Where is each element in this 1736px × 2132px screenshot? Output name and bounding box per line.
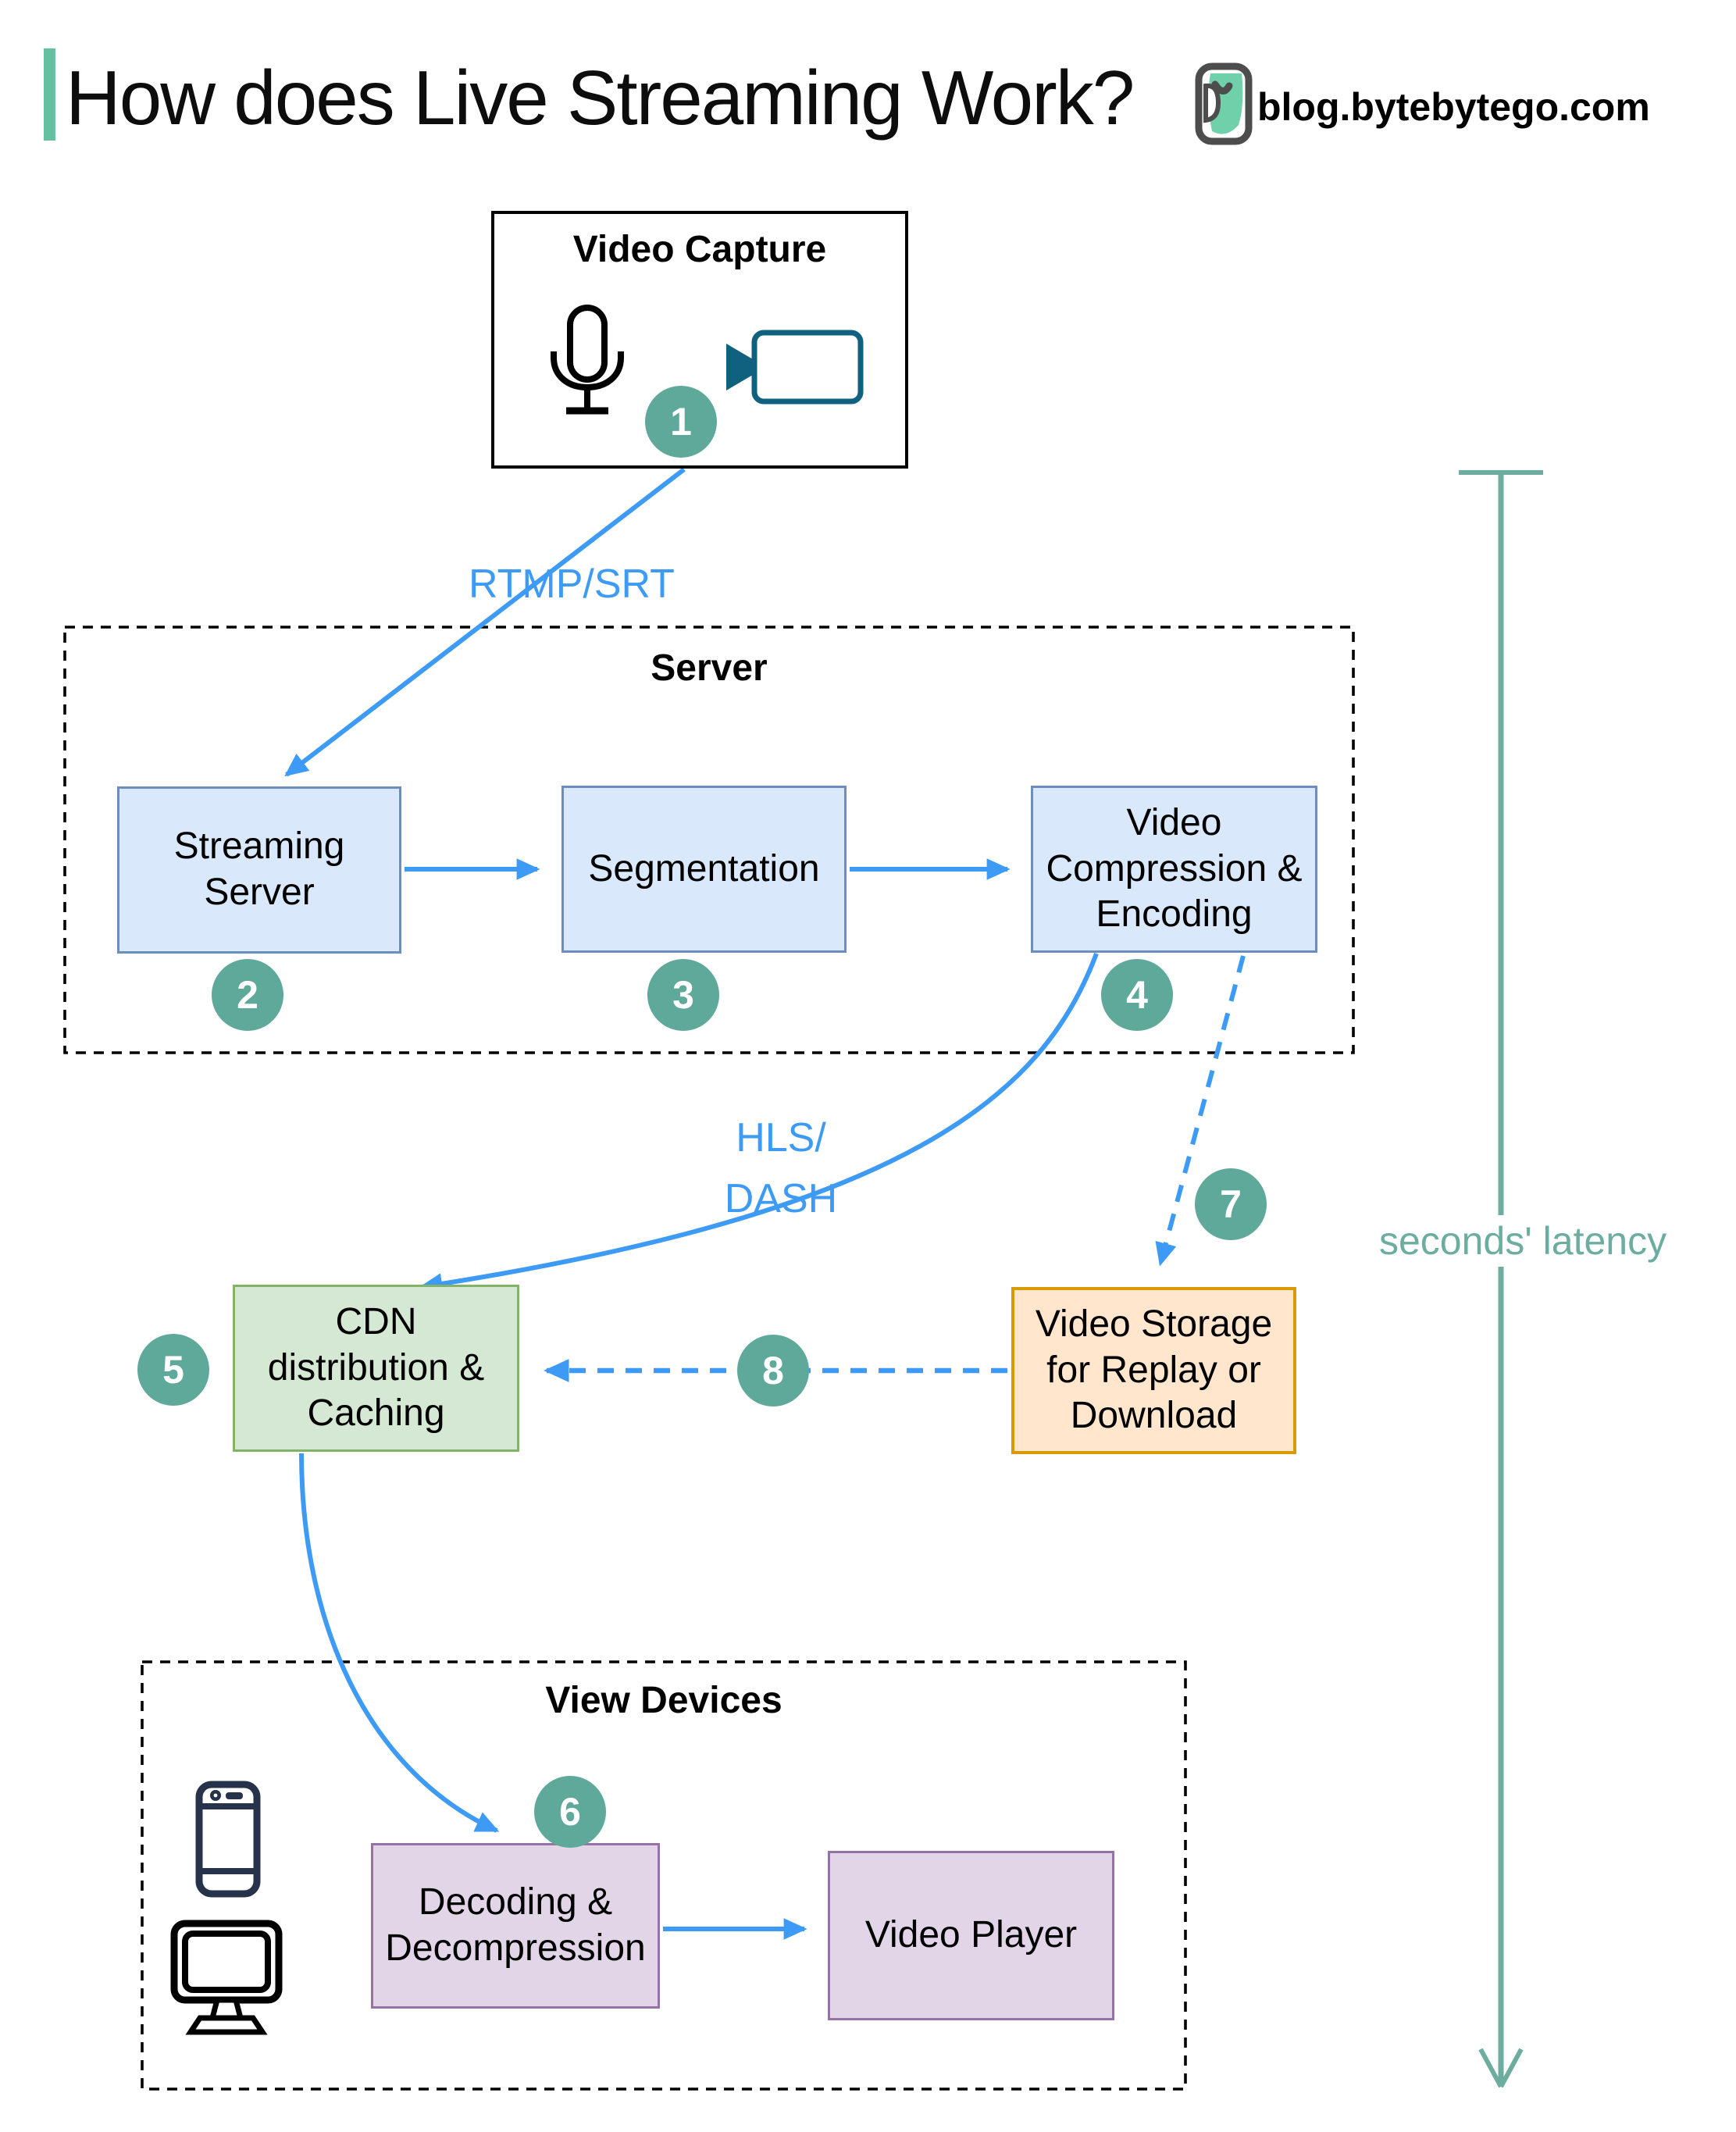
node-cdn-label: CDN distribution & Caching xyxy=(267,1301,485,1435)
node-cdn: CDN distribution & Caching xyxy=(233,1285,519,1452)
latency-measure-line xyxy=(1459,470,1543,2088)
bytebytego-owl-logo-icon xyxy=(1195,62,1253,145)
step-badge-1: 1 xyxy=(645,386,717,458)
step-badge-4: 4 xyxy=(1101,959,1173,1031)
step-badge-3: 3 xyxy=(647,959,719,1031)
latency-label: seconds' latency xyxy=(1368,1215,1678,1267)
edge-label-hls-dash: HLS/ DASH xyxy=(664,1107,898,1229)
smartphone-icon xyxy=(195,1781,261,1898)
node-video-storage: Video Storage for Replay or Download xyxy=(1011,1287,1296,1454)
node-video-compression: Video Compression & Encoding xyxy=(1031,786,1317,953)
node-video-compression-label: Video Compression & Encoding xyxy=(1046,802,1303,936)
node-video-player-label: Video Player xyxy=(864,1914,1078,1956)
server-group-label: Server xyxy=(651,647,768,689)
node-streaming-server-label: Streaming Server xyxy=(173,825,345,913)
node-segmentation: Segmentation xyxy=(561,786,847,953)
node-segmentation-label: Segmentation xyxy=(588,847,820,890)
video-camera-icon xyxy=(726,330,864,405)
arrow-compression-to-cdn xyxy=(419,952,1099,1295)
node-video-storage-label: Video Storage for Replay or Download xyxy=(1035,1303,1273,1437)
node-streaming-server: Streaming Server xyxy=(117,786,401,954)
view-devices-group-label: View Devices xyxy=(545,1680,782,1721)
step-badge-2: 2 xyxy=(212,959,283,1031)
edge-label-hls-line1: HLS/ xyxy=(736,1115,826,1160)
step-badge-5: 5 xyxy=(137,1334,209,1406)
node-decoding: Decoding & Decompression xyxy=(371,1843,660,2009)
server-group-box xyxy=(63,626,1355,1054)
step-badge-8: 8 xyxy=(737,1335,809,1406)
step-badge-7: 7 xyxy=(1195,1168,1267,1240)
edge-label-rtmp-srt: RTMP/SRT xyxy=(469,562,675,607)
microphone-icon xyxy=(551,305,624,415)
edge-label-hls-line2: DASH xyxy=(724,1176,838,1221)
arrow-capture-to-streaming-server xyxy=(284,467,686,777)
video-capture-group-label: Video Capture xyxy=(572,229,827,270)
node-decoding-label: Decoding & Decompression xyxy=(385,1881,646,1969)
site-url-label: blog.bytebytego.com xyxy=(1257,85,1650,129)
monitor-icon xyxy=(170,1920,283,2035)
step-badge-6: 6 xyxy=(534,1776,606,1848)
arrow-compression-to-storage-dashed xyxy=(1155,955,1246,1267)
title-accent-bar xyxy=(44,48,55,141)
node-video-player: Video Player xyxy=(828,1851,1114,2020)
view-devices-group-box xyxy=(141,1660,1187,2091)
page-title: How does Live Streaming Work? xyxy=(66,55,1135,141)
arrow-cdn-to-decoding xyxy=(299,1453,500,1833)
